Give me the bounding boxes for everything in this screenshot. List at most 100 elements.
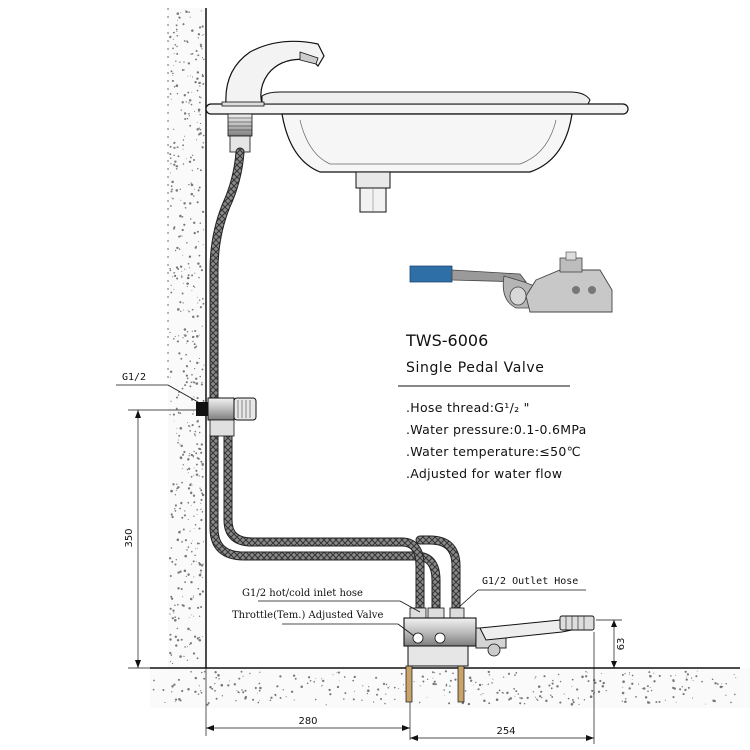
texture-speck [513,688,515,690]
texture-speck [203,364,205,366]
texture-speck [507,672,511,675]
texture-speck [173,271,176,274]
texture-speck [477,688,480,691]
texture-speck [194,80,197,84]
texture-speck [276,685,279,688]
texture-speck [191,373,193,376]
texture-speck [178,16,181,19]
texture-speck [194,329,197,333]
texture-speck [175,84,179,87]
texture-speck [186,659,189,661]
texture-speck [183,569,187,573]
texture-speck [184,268,186,270]
texture-speck [418,701,421,704]
texture-speck [679,688,682,691]
texture-speck [196,547,198,549]
texture-speck [361,699,363,701]
texture-speck [180,501,183,504]
texture-speck [184,118,187,120]
texture-speck [196,397,199,400]
texture-speck [168,557,172,560]
texture-speck [714,700,716,703]
texture-speck [185,381,188,384]
texture-speck [649,674,652,678]
texture-speck [389,686,391,688]
texture-speck [200,518,203,522]
texture-speck [270,696,273,699]
texture-speck [203,134,205,137]
texture-speck [182,596,184,598]
texture-speck [186,646,188,648]
texture-speck [191,330,193,332]
texture-speck [684,670,687,673]
texture-speck [169,269,172,272]
texture-speck [716,683,719,685]
texture-speck [194,286,196,288]
texture-speck [169,93,172,95]
texture-speck [655,701,658,704]
texture-speck [275,694,277,697]
texture-speck [200,451,203,454]
texture-speck [321,678,323,680]
texture-speck [496,691,499,694]
texture-speck [344,692,347,695]
texture-speck [233,683,236,686]
texture-speck [241,689,243,691]
texture-speck [196,89,199,92]
texture-speck [336,685,340,689]
texture-speck [194,690,197,693]
texture-speck [653,672,655,674]
texture-speck [183,223,186,226]
texture-speck [169,35,172,38]
texture-speck [189,453,191,455]
texture-speck [681,686,683,688]
texture-speck [537,685,541,688]
texture-speck [176,538,180,542]
texture-speck [176,638,180,642]
texture-speck [197,37,199,39]
texture-speck [197,606,200,609]
texture-speck [725,694,727,696]
texture-speck [198,425,201,428]
texture-speck [182,148,184,150]
texture-speck [172,31,175,34]
texture-speck [199,375,201,378]
texture-speck [181,216,183,218]
texture-speck [602,681,605,685]
texture-speck [201,74,204,78]
texture-speck [199,43,202,46]
texture-speck [196,514,198,516]
texture-speck [199,265,202,268]
dimension-350-label: 350 [124,528,135,547]
texture-speck [177,486,180,489]
texture-speck [190,453,193,457]
texture-speck [178,248,181,250]
texture-speck [325,704,327,706]
texture-speck [197,419,199,421]
texture-speck [202,229,204,231]
texture-speck [552,679,554,682]
texture-speck [185,374,188,377]
texture-speck [200,489,203,492]
texture-speck [464,690,467,692]
faucet [221,40,325,153]
texture-speck [177,308,180,311]
dimension-280: 280 [205,668,411,740]
texture-speck [624,700,627,703]
texture-speck [444,694,446,696]
texture-speck [180,357,183,360]
texture-speck [448,702,451,705]
texture-speck [188,113,190,115]
dimension-63: 63 [596,619,627,669]
texture-speck [691,697,694,699]
texture-speck [193,231,196,235]
texture-speck [182,139,185,141]
texture-speck [207,702,210,704]
texture-speck [184,510,186,512]
texture-speck [182,144,185,147]
texture-speck [182,528,185,531]
texture-speck [180,12,182,14]
texture-speck [198,127,200,129]
texture-speck [193,367,196,370]
texture-speck [179,301,182,304]
